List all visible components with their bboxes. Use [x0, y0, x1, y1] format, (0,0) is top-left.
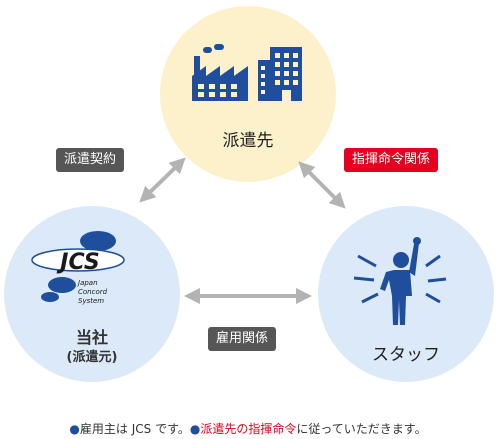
- logo-line1: Japan: [76, 279, 98, 287]
- company-sublabel: (派遣元): [66, 350, 118, 365]
- jcs-logo: JCS Japan Concord System: [31, 231, 125, 305]
- footnote: ●雇用主は JCS です。●派遣先の指揮命令に従っていただきます。: [0, 420, 496, 437]
- factory-icon: [192, 44, 248, 101]
- bullet-2: ●: [189, 422, 201, 436]
- footnote-part2: 派遣先の指揮命令: [200, 422, 297, 436]
- bullet-1: ●: [69, 422, 80, 436]
- client-label: 派遣先: [222, 131, 274, 151]
- dispatch-contract-tag: 派遣契約: [56, 148, 125, 172]
- raised-fist-person-icon: [353, 237, 447, 325]
- footnote-part1: 雇用主は JCS です。: [79, 422, 190, 436]
- logo-line3: System: [78, 297, 104, 305]
- logo-line2: Concord: [78, 288, 108, 296]
- dispatch-arrow: [139, 157, 186, 203]
- command-relation-tag: 指揮命令関係: [344, 148, 439, 172]
- staff-label: スタッフ: [372, 345, 440, 365]
- employment-relation-tag: 雇用関係: [208, 327, 277, 351]
- command-arrow: [298, 161, 346, 209]
- office-building-icon: [258, 47, 302, 101]
- logo-letters: JCS: [56, 250, 99, 275]
- footnote-part3: に従っていただきます。: [296, 422, 427, 436]
- company-label: 当社: [75, 328, 108, 347]
